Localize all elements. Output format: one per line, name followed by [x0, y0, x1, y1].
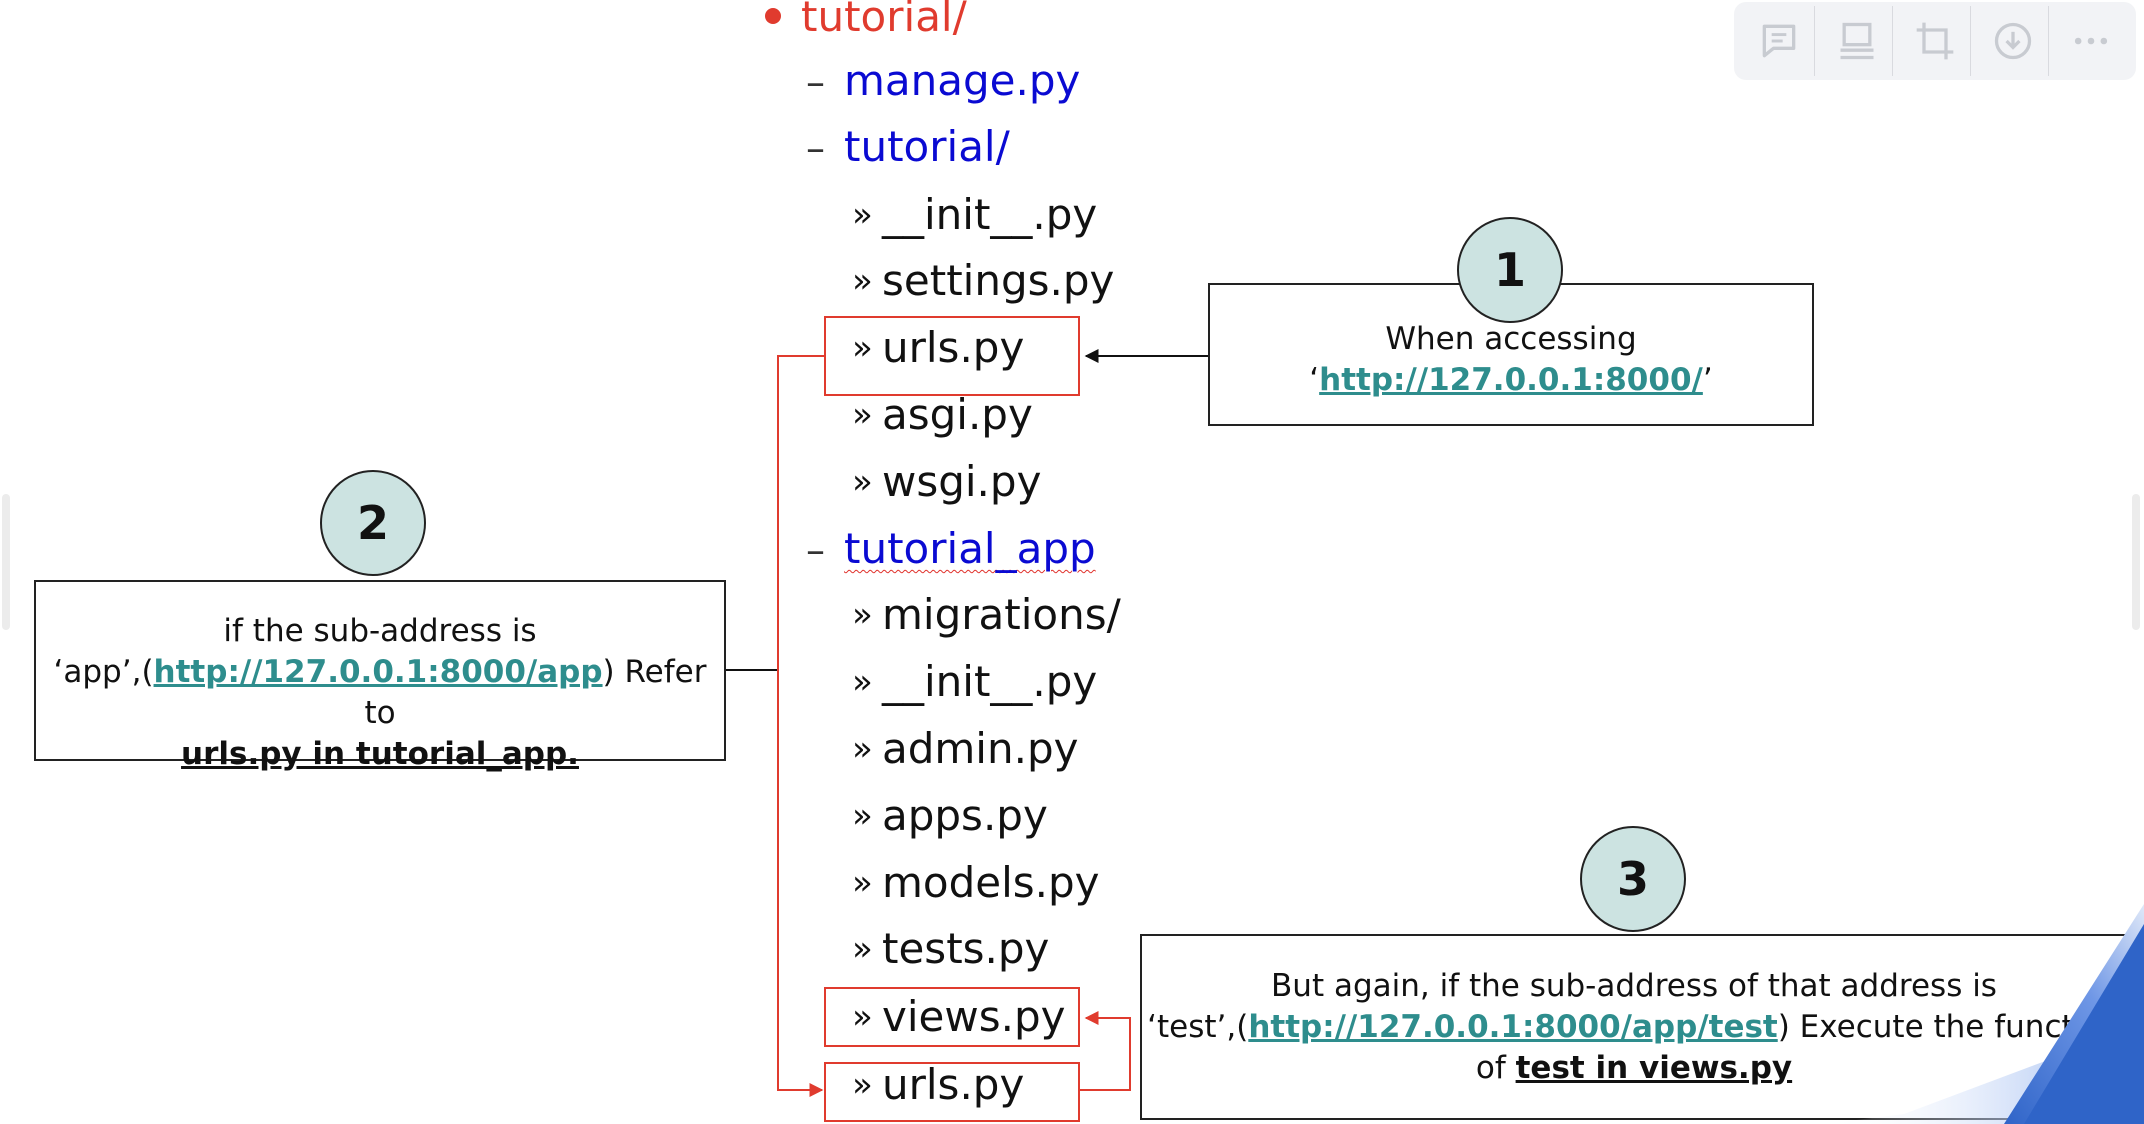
callout-2-line1: if the sub-address is [223, 613, 537, 649]
callout-3-number-badge: 3 [1580, 826, 1686, 932]
callout-1-line2: ‘http://127.0.0.1:8000/’ [1210, 360, 1812, 401]
file-app-migrations: »migrations/ [852, 594, 1121, 636]
chevron-icon: » [852, 595, 873, 635]
callout-2-line2: ‘app’,(http://127.0.0.1:8000/app) Refer … [36, 652, 724, 734]
more-icon [2075, 37, 2108, 45]
file-label: migrations/ [882, 590, 1121, 639]
chevron-icon: » [852, 929, 873, 969]
file-label: __init__.py [882, 190, 1098, 239]
red-bracket-urls-to-app-urls [777, 355, 826, 1097]
file-manage: –manage.py [806, 60, 1080, 102]
chevron-icon: » [852, 328, 873, 368]
image-viewer-toolbar [1734, 2, 2136, 80]
comment-icon [1762, 24, 1795, 58]
file-label: tests.py [882, 924, 1050, 973]
file-label: urls.py [882, 1060, 1025, 1109]
callout-3-line1: But again, if the sub-address of that ad… [1271, 968, 1997, 1004]
highlight-app-urls [824, 1062, 1080, 1122]
file-label: urls.py [882, 323, 1025, 372]
highlight-app-views [824, 987, 1080, 1047]
file-label: admin.py [882, 724, 1079, 773]
dash-icon: – [806, 126, 825, 170]
callout-1-line1: When accessing [1385, 321, 1637, 357]
chevron-icon: » [852, 863, 873, 903]
callout-2-box: if the sub-address is ‘app’,(http://127.… [34, 580, 726, 772]
callout-3-box: But again, if the sub-address of that ad… [1140, 934, 2128, 1120]
file-project-init: »__init__.py [852, 194, 1097, 236]
folder-label: tutorial/ [801, 0, 967, 41]
file-project-settings: »settings.py [852, 260, 1114, 302]
download-button[interactable] [1978, 6, 2050, 76]
file-app-apps: »apps.py [852, 795, 1048, 837]
file-app-init: »__init__.py [852, 661, 1097, 703]
more-options-button[interactable] [2056, 6, 2126, 76]
callout-2-number-badge: 2 [320, 470, 426, 576]
file-label: __init__.py [882, 657, 1098, 706]
folder-tutorial-root: tutorial/ [765, 0, 967, 38]
file-app-tests: »tests.py [852, 928, 1049, 970]
quote-close: ’ [1702, 362, 1713, 398]
file-app-views: »views.py [852, 996, 1065, 1038]
file-label: settings.py [882, 256, 1115, 305]
right-edge-handle[interactable] [2132, 494, 2140, 630]
quote-open: ‘ [1309, 362, 1320, 398]
chevron-icon: » [852, 261, 873, 301]
chevron-icon: » [852, 395, 873, 435]
presentation-button[interactable] [1822, 6, 1893, 76]
file-label: asgi.py [882, 390, 1033, 439]
chevron-icon: » [852, 1065, 873, 1105]
file-project-wsgi: »wsgi.py [852, 461, 1041, 503]
chevron-icon: » [852, 462, 873, 502]
file-app-admin: »admin.py [852, 728, 1078, 770]
file-label: wsgi.py [882, 457, 1042, 506]
chevron-icon: » [852, 997, 873, 1037]
callout-1-link[interactable]: http://127.0.0.1:8000/ [1319, 362, 1703, 398]
dash-icon: – [806, 528, 825, 572]
folder-label: tutorial_app [844, 524, 1096, 573]
callout-2-prefix: ‘app’,( [53, 654, 154, 690]
highlight-project-urls [824, 316, 1080, 396]
left-edge-handle[interactable] [2, 494, 10, 630]
dash-icon: – [806, 60, 825, 104]
comment-button[interactable] [1744, 6, 1815, 76]
callout-2-suffix: ) Refer to [364, 654, 707, 731]
crop-button[interactable] [1900, 6, 1971, 76]
chevron-icon: » [852, 195, 873, 235]
red-connector-urls-to-views [1080, 1011, 1131, 1091]
file-label: manage.py [844, 56, 1081, 105]
chevron-icon: » [852, 796, 873, 836]
file-app-models: »models.py [852, 862, 1100, 904]
folder-tutorial-project: –tutorial/ [806, 126, 1010, 168]
presentation-icon [1840, 22, 1874, 60]
corner-decoration [1824, 904, 2144, 1124]
file-label: models.py [882, 858, 1100, 907]
file-project-asgi: »asgi.py [852, 394, 1033, 436]
download-icon [1995, 22, 2032, 60]
callout-2-link[interactable]: http://127.0.0.1:8000/app [153, 654, 603, 690]
callout-3-line3-prefix: of [1475, 1050, 1516, 1086]
crop-icon [1916, 22, 1954, 60]
file-label: views.py [882, 992, 1066, 1041]
callout-1-number-badge: 1 [1457, 217, 1563, 323]
file-project-urls: »urls.py [852, 327, 1024, 369]
callout-3-line3: of test in views.py [1142, 1048, 2126, 1089]
file-label: apps.py [882, 791, 1048, 840]
folder-label: tutorial/ [844, 122, 1010, 171]
bullet-icon [765, 7, 781, 24]
file-app-urls: »urls.py [852, 1064, 1024, 1106]
folder-tutorial-app: –tutorial_app [806, 528, 1096, 570]
callout-2-line3: urls.py in tutorial_app. [36, 734, 724, 775]
callout-3-link[interactable]: http://127.0.0.1:8000/app/test [1248, 1009, 1778, 1045]
callout-3-ref: test in views.py [1515, 1050, 1793, 1086]
chevron-icon: » [852, 729, 873, 769]
callout-3-prefix: ‘test’,( [1147, 1009, 1249, 1045]
callout-2-ref: urls.py in tutorial_app. [181, 736, 579, 772]
chevron-icon: » [852, 662, 873, 702]
